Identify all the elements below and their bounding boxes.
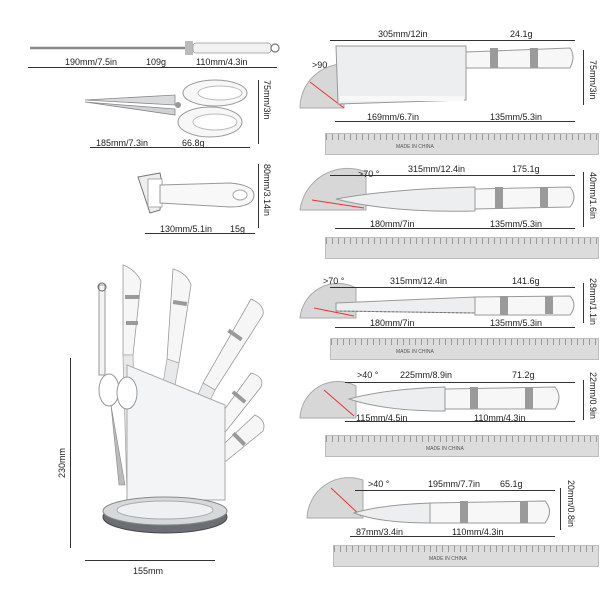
peeler-height: 80mm/3.14in	[262, 164, 272, 217]
ruler-5-text: MADE IN CHINA	[429, 556, 467, 562]
utility-handle: 110mm/4.3in	[474, 413, 526, 423]
bread-total: 315mm/12.4in	[390, 276, 448, 286]
peeler-length: 130mm/5.1in	[160, 224, 213, 234]
paring-weight: 65.1g	[500, 479, 523, 489]
block-height: 230mm	[57, 447, 67, 478]
ruler-1-text: MADE IN CHINA	[396, 144, 434, 150]
peeler-weight: 15g	[230, 224, 246, 234]
scissors-length: 185mm/7.3in	[96, 138, 149, 148]
sharpener-length: 190mm/7.5in	[65, 57, 118, 67]
bread-blade: 180mm/7in	[370, 318, 415, 328]
paring-height: 20mm/0.8in	[566, 480, 576, 528]
utility-blade: 115mm/4.5in	[356, 413, 408, 423]
bread-height: 28mm/1.1in	[588, 278, 598, 326]
ruler-4-text: MADE IN CHINA	[426, 446, 464, 452]
bread-weight: 141.6g	[512, 276, 540, 286]
utility-height: 22mm/0.9in	[588, 372, 598, 420]
protractor-5	[306, 477, 364, 519]
scissors-image	[84, 79, 248, 138]
angle-label-3: >70 °	[323, 276, 345, 286]
chef-blade: 180mm/7in	[370, 219, 415, 229]
chef-weight: 175.1g	[512, 164, 540, 174]
scissors-height: 75mm/3in	[262, 80, 272, 120]
ruler-4: MADE IN CHINA	[325, 435, 599, 457]
cleaver-total: 305mm/12in	[378, 29, 428, 39]
peeler-image	[137, 172, 255, 214]
bread-knife-image	[335, 295, 575, 316]
cleaver-image	[335, 45, 574, 105]
knife-block-image	[97, 264, 265, 534]
ruler-2	[325, 237, 599, 259]
cleaver-height: 75mm/3in	[588, 60, 598, 100]
angle-label-2: >70 °	[358, 169, 380, 179]
paring-total: 195mm/7.7in	[428, 479, 481, 489]
utility-weight: 71.2g	[512, 370, 535, 380]
paring-handle: 110mm/4.3in	[452, 527, 504, 537]
bread-handle: 135mm/5.3in	[490, 318, 543, 328]
block-width: 155mm	[133, 566, 164, 576]
sharpener-image	[30, 41, 280, 55]
cleaver-handle: 135mm/5.3in	[490, 112, 543, 122]
chef-total: 315mm/12.4in	[408, 164, 466, 174]
cleaver-weight: 24.1g	[510, 29, 533, 39]
angle-label-1: >90	[312, 60, 328, 70]
paring-blade: 87mm/3.4in	[356, 527, 404, 537]
angle-label-4: >40 °	[357, 370, 379, 380]
sharpener-weight: 109g	[146, 57, 167, 67]
protractor-4	[299, 380, 357, 419]
cleaver-blade: 169mm/6.7in	[367, 112, 420, 122]
chef-knife-image	[335, 186, 575, 212]
ruler-3-text: MADE IN CHINA	[396, 349, 434, 355]
ruler-1: MADE IN CHINA	[325, 133, 599, 155]
sharpener-handle-length: 110mm/4.3in	[196, 57, 248, 67]
utility-total: 225mm/8.9in	[400, 370, 453, 380]
angle-label-5: >40 °	[368, 479, 390, 489]
chef-height: 40mm/1.6in	[588, 172, 598, 220]
chef-handle: 135mm/5.3in	[490, 219, 543, 229]
utility-knife-image	[347, 386, 560, 412]
scissors-weight: 66.8g	[182, 138, 205, 148]
paring-knife-image	[352, 500, 550, 524]
ruler-3: MADE IN CHINA	[330, 338, 599, 360]
ruler-5: MADE IN CHINA	[333, 545, 599, 567]
